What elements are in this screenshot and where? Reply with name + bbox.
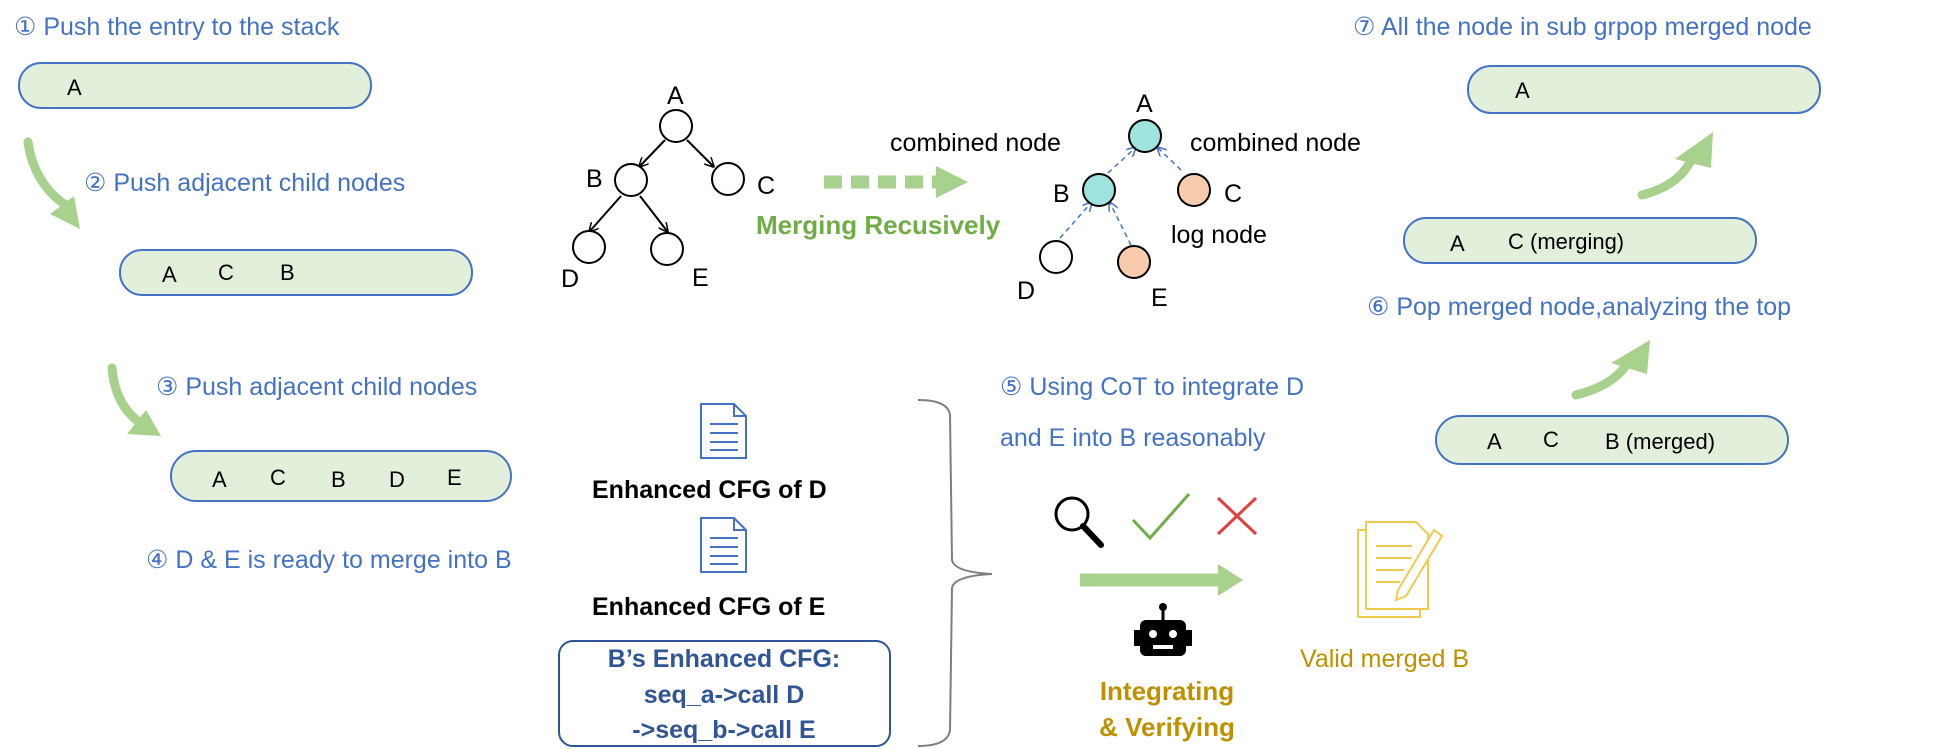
tree-label-b: B [586,165,603,193]
result-label: Valid merged B [1300,645,1469,673]
stack-1: A [18,62,372,109]
curved-arrow-down-2 [107,363,161,436]
step-7-label: ⑦ All the node in sub grpop merged node [1353,13,1812,41]
stack-item: A [1515,78,1530,103]
log-node-e [1117,245,1151,279]
stack-item: A [1487,429,1502,454]
merge-label: Merging Recusively [756,210,1001,240]
curved-arrow-up-2 [1637,132,1713,200]
magnifier-icon [1054,496,1104,548]
stack-item: A [1450,231,1465,256]
tree-label-a: A [1136,90,1153,118]
tree-label-e: E [692,264,709,292]
stack-2: A C B [119,249,473,296]
stack-item: D [389,467,405,492]
step-3-label: ③ Push adjacent child nodes [156,373,477,401]
edit-document-icon [1357,521,1444,618]
stack-item: C [218,260,234,285]
stack-item: A [162,262,177,287]
process-label-line-2: & Verifying [1099,712,1235,742]
cross-icon [1216,496,1258,536]
tree-label-c: C [757,172,775,200]
stack-item: B [280,260,295,285]
robot-icon [1134,603,1192,656]
tree-node-e [650,232,684,266]
merge-dashed-arrow [824,166,968,198]
stack-item: C [270,465,286,490]
tree-label-d: D [1017,277,1035,305]
tree-label-a: A [667,82,684,110]
document-icon [700,517,747,573]
brace [917,399,993,747]
tree-node-b [614,163,648,197]
stack-merging: A C (merging) [1403,217,1757,264]
tree-node-d [1039,240,1073,274]
stack-item: C (merging) [1508,229,1624,254]
step-4-label: ④ D & E is ready to merge into B [146,546,512,574]
stack-item: B [331,467,346,492]
cfg-box: B’s Enhanced CFG: seq_a->call D ->seq_b-… [558,640,891,747]
stack-item: B (merged) [1605,429,1715,454]
stack-merged: A C B (merged) [1435,415,1789,465]
curved-arrow-down-1 [23,137,80,229]
combined-node-label-right: combined node [1190,129,1361,157]
tree-node-c [711,162,745,196]
step-5-label-line-2: and E into B reasonably [1000,424,1266,452]
document-icon [700,403,747,459]
process-arrow [1080,564,1243,596]
stack-final: A [1467,65,1821,114]
step-5-label-line-1: ⑤ Using CoT to integrate D [1000,373,1304,401]
step-2-label: ② Push adjacent child nodes [84,169,405,197]
tree-label-c: C [1224,180,1242,208]
step-6-label: ⑥ Pop merged node,analyzing the top [1367,293,1791,321]
tree-label-e: E [1151,284,1168,312]
curved-arrow-up-1 [1571,340,1650,400]
log-node-label: log node [1171,221,1267,249]
stack-item: C [1543,427,1559,452]
stack-3: A C B D E [170,450,512,502]
merged-node-a [1128,119,1162,153]
cfg-e-label: Enhanced CFG of E [592,593,825,621]
step-1-label: ① Push the entry to the stack [14,13,340,41]
tree-right: A B C D E combined node combined node lo… [890,90,1361,312]
log-node-c [1177,173,1211,207]
cfg-box-line-2: seq_a->call D [644,681,805,709]
stack-item: E [447,465,462,490]
cfg-box-line-1: B’s Enhanced CFG: [608,645,840,673]
cfg-box-line-3: ->seq_b->call E [632,716,815,744]
tree-label-b: B [1053,180,1070,208]
check-icon [1131,493,1191,541]
combined-node-label-left: combined node [890,129,1061,157]
cfg-d-label: Enhanced CFG of D [592,476,827,504]
process-label-line-1: Integrating [1100,676,1234,706]
tree-node-a [659,109,693,143]
tree-node-d [572,230,606,264]
tree-label-d: D [561,265,579,293]
stack-item: A [67,75,82,100]
merged-node-b [1082,173,1116,207]
stack-item: A [212,467,227,492]
tree-left: A B C D E [561,82,775,293]
